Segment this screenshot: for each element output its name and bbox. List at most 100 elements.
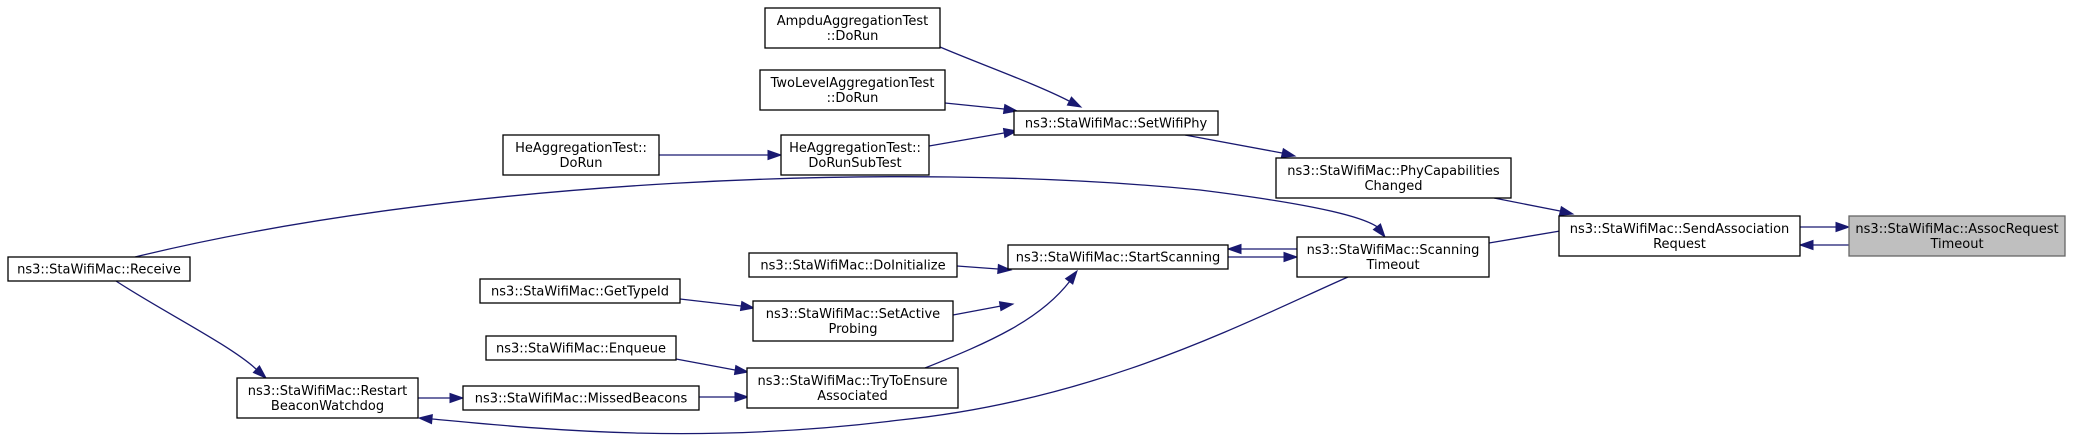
node-label-line: Associated	[817, 389, 887, 404]
nodes-layer: ns3::StaWifiMac::AssocRequestTimeoutns3:…	[7, 7, 2066, 419]
node-box	[236, 377, 419, 419]
node-label-line: HeAggregationTest::	[789, 141, 921, 156]
node-box	[502, 134, 660, 176]
node-label-line: DoRun	[560, 156, 603, 171]
node-he-doRunSubTest[interactable]: HeAggregationTest::DoRunSubTest	[780, 134, 930, 176]
node-label-line: Timeout	[1365, 258, 1419, 273]
node-label-line: TwoLevelAggregationTest	[770, 76, 935, 91]
edge-arrowhead	[739, 300, 756, 312]
node-box	[1296, 236, 1490, 278]
edge-arrowhead	[733, 364, 750, 376]
node-label-line: ns3::StaWifiMac::DoInitialize	[760, 259, 945, 274]
node-label-line: ns3::StaWifiMac::AssocRequest	[1855, 222, 2058, 237]
node-box	[764, 7, 941, 49]
node-label-line: ns3::StaWifiMac::MissedBeacons	[475, 392, 688, 407]
edge-line	[956, 265, 999, 270]
edge-arrowhead	[1283, 251, 1299, 263]
node-box	[759, 69, 946, 111]
node-enqueue[interactable]: ns3::StaWifiMac::Enqueue	[485, 335, 677, 361]
edge-arrowhead	[998, 301, 1015, 312]
edge-restart_beacon_watchdog-to-missed_beacons	[418, 392, 465, 404]
edge-phy_capabilities_changed-to-send_association_request	[1493, 197, 1575, 217]
edge-do_initialize-to-start_scanning	[956, 263, 1013, 275]
edge-enqueue-to-try_to_ensure_associated	[675, 358, 750, 376]
node-start-scanning[interactable]: ns3::StaWifiMac::StartScanning	[1007, 244, 1229, 270]
node-label-line: ns3::StaWifiMac::TryToEnsure	[757, 374, 947, 389]
edge-send_association_request-to-assoc_request_timeout	[1800, 221, 1851, 233]
edge-line	[134, 176, 1382, 258]
edge-start_scanning-to-scanning_timeout	[1228, 251, 1299, 263]
node-label-line: ns3::StaWifiMac::GetTypeId	[491, 285, 669, 300]
node-label-line: Timeout	[1929, 237, 1983, 252]
node-label-line: Probing	[829, 322, 878, 337]
node-label-line: ns3::StaWifiMac::Enqueue	[496, 342, 666, 357]
edge-arrowhead	[997, 263, 1013, 275]
node-missed-beacons[interactable]: ns3::StaWifiMac::MissedBeacons	[462, 385, 700, 411]
node-label-line: ns3::StaWifiMac::SendAssociation	[1570, 222, 1790, 237]
edge-arrowhead	[1558, 205, 1575, 217]
edge-line	[1493, 197, 1561, 212]
edge-line	[952, 305, 1002, 316]
edge-arrowhead	[449, 392, 465, 404]
node-box	[1007, 244, 1229, 270]
edge-line	[939, 46, 1070, 102]
edge-assoc_request_timeout-to-send_association_request	[1798, 239, 1849, 251]
edge-arrowhead	[734, 391, 750, 403]
node-label-line: Changed	[1364, 179, 1422, 194]
node-he-doRun[interactable]: HeAggregationTest::DoRun	[502, 134, 660, 176]
edge-line	[928, 132, 1005, 147]
edge-arrowhead	[1280, 147, 1297, 159]
node-label-line: BeaconWatchdog	[271, 399, 384, 414]
edge-try_to_ensure_associated-to-start_scanning	[924, 269, 1078, 369]
edge-line	[944, 102, 1005, 110]
edge-he_doRunSubTest-to-set_wifi_phy	[928, 127, 1019, 147]
node-box	[1558, 215, 1801, 257]
node-label-line: ns3::StaWifiMac::Scanning	[1307, 243, 1480, 258]
edge-set_active_probing-to-start_scanning	[952, 301, 1015, 316]
node-box	[7, 256, 191, 282]
edge-line	[679, 298, 742, 307]
node-box	[748, 252, 958, 278]
node-label-line: ::DoRun	[827, 91, 879, 106]
edge-missed_beacons-to-try_to_ensure_associated	[699, 391, 750, 403]
edge-twolevel_doRun-to-set_wifi_phy	[944, 102, 1019, 115]
edge-arrowhead	[252, 365, 268, 380]
edge-arrowhead	[1798, 239, 1814, 251]
edge-line	[431, 276, 1349, 435]
node-label-line: Request	[1653, 237, 1706, 252]
node-receive[interactable]: ns3::StaWifiMac::Receive	[7, 256, 191, 282]
node-label-line: ::DoRun	[827, 29, 879, 44]
node-label-line: ns3::StaWifiMac::SetActive	[766, 307, 940, 322]
edge-arrowhead	[1226, 243, 1242, 255]
node-set-wifi-phy[interactable]: ns3::StaWifiMac::SetWifiPhy	[1013, 110, 1219, 136]
node-do-initialize[interactable]: ns3::StaWifiMac::DoInitialize	[748, 252, 958, 278]
node-box	[780, 134, 930, 176]
edge-receive-to-restart_beacon_watchdog	[115, 280, 268, 380]
node-twolevel-doRun[interactable]: TwoLevelAggregationTest::DoRun	[759, 69, 946, 111]
edge-arrowhead	[417, 414, 433, 425]
edge-arrowhead	[1835, 221, 1851, 233]
node-box	[485, 335, 677, 361]
node-box	[1275, 157, 1512, 199]
node-label-line: ns3::StaWifiMac::PhyCapabilities	[1287, 164, 1500, 179]
node-label-line: ns3::StaWifiMac::SetWifiPhy	[1025, 117, 1208, 132]
node-label-line: ns3::StaWifiMac::Restart	[248, 384, 408, 399]
edge-line	[924, 280, 1071, 369]
edge-ampdu_doRun-to-set_wifi_phy	[939, 46, 1083, 108]
edge-line	[1488, 229, 1567, 244]
edge-line	[115, 280, 257, 370]
node-get-type-id[interactable]: ns3::StaWifiMac::GetTypeId	[479, 278, 681, 304]
node-box	[479, 278, 681, 304]
node-label-line: ns3::StaWifiMac::StartScanning	[1016, 251, 1221, 266]
node-label-line: ns3::StaWifiMac::Receive	[17, 263, 181, 278]
edge-arrowhead	[1066, 96, 1083, 108]
edge-get_type_id-to-set_active_probing	[679, 298, 756, 312]
node-ampdu-doRun[interactable]: AmpduAggregationTest::DoRun	[764, 7, 941, 49]
